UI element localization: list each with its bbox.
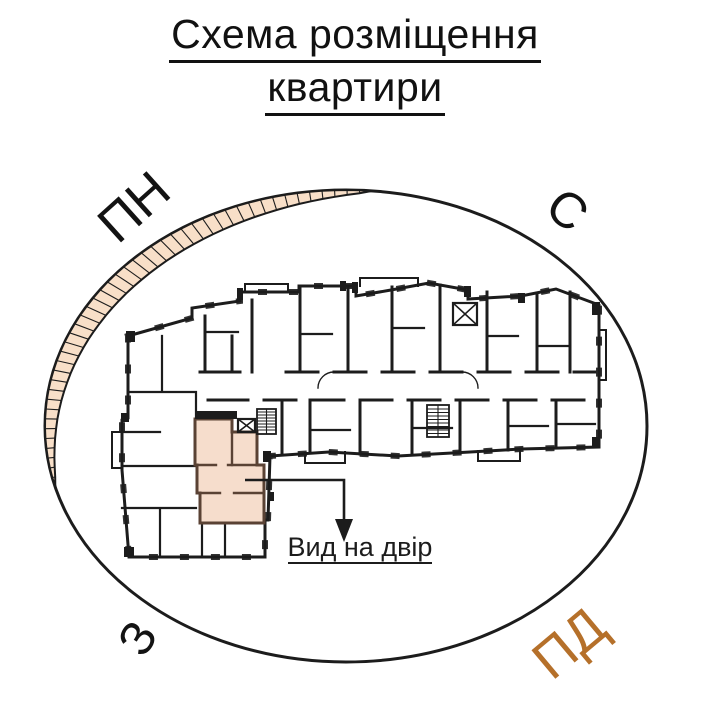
balcony [111,431,123,469]
page-title-line1: Схема розміщення [0,10,710,63]
elevator-x-icon [451,301,479,327]
view-label: Вид на двір [288,532,433,562]
outline-window-ticks [119,279,602,560]
room-subwalls [120,326,597,558]
compass-label-west: З [108,612,168,665]
balcony [477,449,521,462]
stairs-icon [256,408,277,435]
view-arrow [245,478,346,520]
view-arrow-head-icon [335,519,353,542]
elevator-x-icon [236,417,257,434]
apartment-top-wall [195,411,237,419]
balcony [598,329,607,381]
balcony [359,277,419,287]
stair-core-right [426,301,479,438]
compass-label-east: С [536,177,600,243]
elevator-x-icon [451,301,479,327]
apartment-inner-walls [193,430,266,495]
orientation-hatch-band-icon [43,188,373,488]
apartment-area [193,417,266,525]
stair-core-left [236,408,277,435]
elevator-x-icon [236,417,257,434]
wall-poche [121,281,600,557]
apartment-highlight [193,411,266,525]
balcony [244,283,289,293]
floor-plan [111,277,607,560]
stairs-icon [426,404,450,438]
partition-walls-top [203,283,572,374]
page-title: Схема розміщення квартири [0,10,710,116]
view-direction-annotation: Вид на двір [245,478,433,564]
page-title-line2: квартири [0,63,710,116]
balcony [304,451,346,464]
